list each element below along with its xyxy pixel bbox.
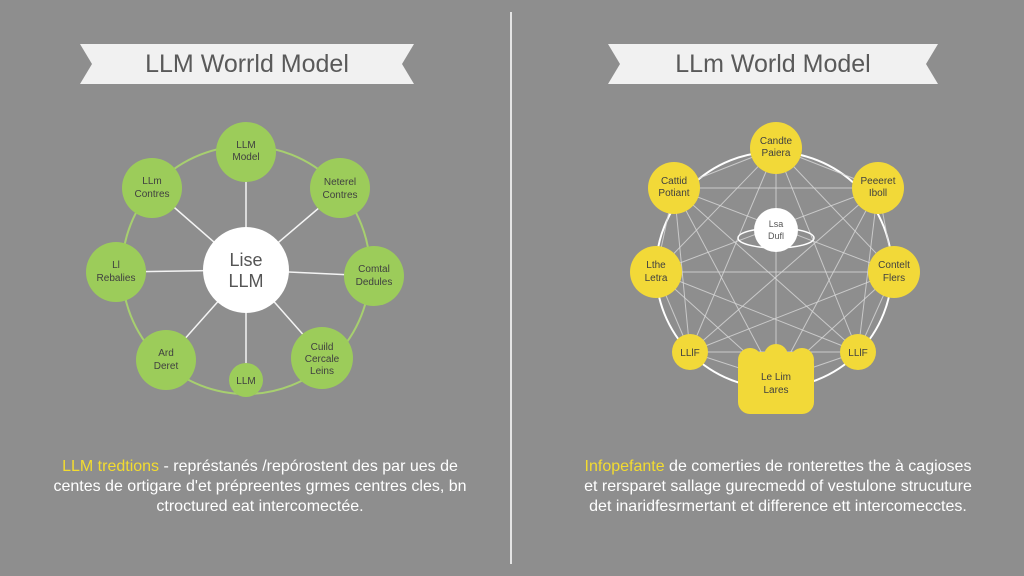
right-caption-rest: de comerties de ronterettes the à cagios…: [584, 458, 972, 515]
right-center-line2: Dufl: [768, 231, 784, 241]
left-caption-highlight: LLM tredtions: [62, 458, 160, 475]
left-node-1: Neterel Contres: [310, 158, 370, 218]
left-center-line1: Lise: [229, 250, 262, 270]
left-node-3-line1: Cuild: [311, 342, 334, 353]
right-node-2-line1: Contelt: [878, 260, 910, 271]
right-node-7: Cattid Potiant: [648, 162, 700, 214]
left-diagram: LLM Model Neterel Contres Comtal Dedules…: [86, 122, 404, 397]
panel-divider: [510, 12, 512, 564]
right-node-6-line2: Letra: [645, 273, 668, 284]
left-panel: LLM Worrld Model LLM Model Neterel Contr…: [50, 44, 470, 517]
right-panel: LLm World Model Lsa: [512, 0, 1024, 576]
right-node-1-line1: Peeeret: [860, 176, 895, 187]
left-title: LLM Worrld Model: [145, 50, 349, 78]
left-node-3-line3: Leins: [310, 366, 334, 377]
left-title-ribbon: LLM Worrld Model: [80, 44, 414, 84]
left-node-2: Comtal Dedules: [344, 246, 404, 306]
right-diagram: Lsa Dufl Candte Paiera Peeeret Iboll Con…: [630, 122, 920, 414]
right-node-0-line1: Candte: [760, 136, 793, 147]
left-node-7-line1: LLm: [142, 176, 161, 187]
right-node-7-line1: Cattid: [661, 176, 687, 187]
right-center-line1: Lsa: [769, 219, 784, 229]
right-node-6: Lthe Letra: [630, 246, 682, 298]
left-caption-rest: - représtanés /repórostent des par ues d…: [53, 458, 467, 515]
right-caption-highlight: Infopefante: [584, 458, 665, 475]
left-node-7-line2: Contres: [134, 189, 169, 200]
left-node-6-line1: Ll: [112, 260, 120, 271]
left-caption: LLM tredtions - représtanés /repórostent…: [50, 457, 470, 517]
right-title-ribbon: LLm World Model: [608, 44, 938, 84]
left-node-0-line2: Model: [232, 152, 259, 163]
right-node-2: Contelt Flers: [868, 246, 920, 298]
left-node-1-line1: Neterel: [324, 177, 356, 188]
left-node-5-line2: Deret: [154, 361, 179, 372]
right-node-2-line2: Flers: [883, 273, 905, 284]
right-node-3: LLlF: [840, 334, 876, 370]
right-node-7-line2: Potiant: [658, 188, 689, 199]
right-node-4: Le Lim Lares: [738, 344, 814, 414]
left-node-0: LLM Model: [216, 122, 276, 182]
right-center-node: Lsa Dufl: [737, 208, 815, 252]
right-node-4-line2: Lares: [763, 385, 788, 396]
left-node-2-line1: Comtal: [358, 264, 390, 275]
right-node-3-line1: LLlF: [848, 348, 867, 359]
right-node-1: Peeeret Iboll: [852, 162, 904, 214]
right-node-5-line1: LLlF: [680, 348, 699, 359]
right-node-5: LLlF: [672, 334, 708, 370]
left-node-6: Ll Rebalies: [86, 242, 146, 302]
left-node-5-line1: Ard: [158, 348, 174, 359]
left-node-7: LLm Contres: [122, 158, 182, 218]
left-node-4: LLM: [229, 363, 263, 397]
left-node-4-line1: LLM: [236, 376, 255, 387]
right-node-6-line1: Lthe: [646, 260, 666, 271]
left-center-node: Lise LLM: [203, 227, 289, 313]
right-node-1-line2: Iboll: [869, 188, 887, 199]
left-node-2-line2: Dedules: [356, 277, 393, 288]
right-node-4-line1: Le Lim: [761, 372, 791, 383]
right-mesh: [655, 147, 895, 381]
left-node-0-line1: LLM: [236, 140, 255, 151]
right-node-0: Candte Paiera: [750, 122, 802, 174]
left-node-3: Cuild Cercale Leins: [291, 327, 353, 389]
left-node-5: Ard Deret: [136, 330, 196, 390]
left-node-6-line2: Rebalies: [97, 273, 136, 284]
left-node-3-line2: Cercale: [305, 354, 340, 365]
right-title: LLm World Model: [675, 50, 871, 78]
left-center-line2: LLM: [228, 271, 263, 291]
left-node-1-line2: Contres: [322, 190, 357, 201]
right-caption: Infopefante de comerties de ronterettes …: [578, 457, 978, 517]
right-node-0-line2: Paiera: [762, 148, 791, 159]
